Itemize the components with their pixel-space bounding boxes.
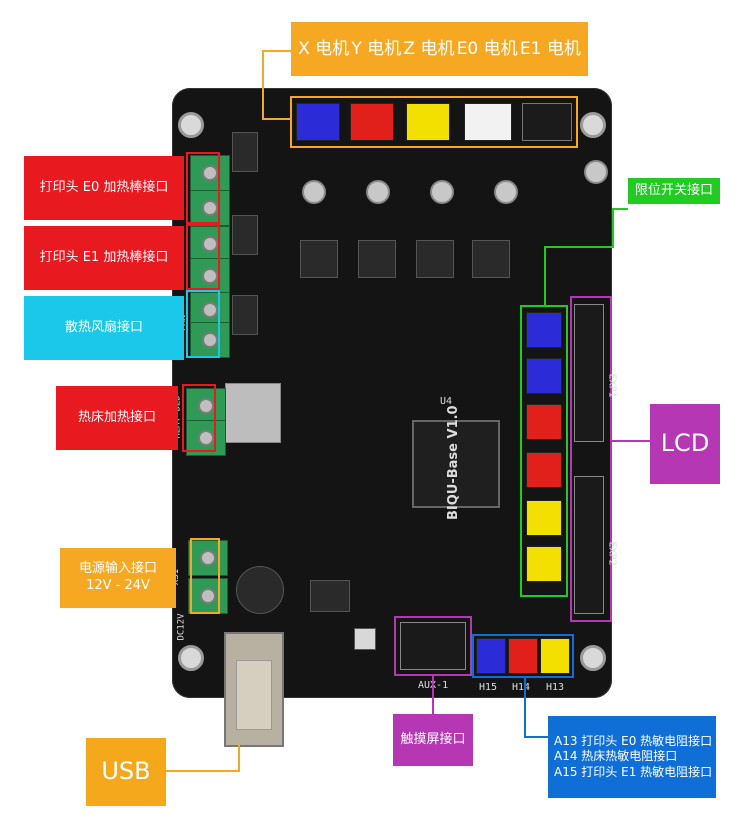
limit-leader [612, 208, 628, 210]
e1-motor-connector [522, 103, 572, 141]
mount-hole-bottom-left [178, 645, 204, 671]
uart-chip [310, 580, 350, 612]
endstop-connector [526, 500, 562, 536]
usb-label: USB [86, 738, 166, 806]
z-motor-connector [406, 103, 450, 141]
z-motor-label: Z 电机 [403, 38, 455, 59]
power-terminal [188, 540, 228, 576]
e1-motor-label: E1 电机 [519, 38, 581, 59]
endstop-connector [526, 312, 562, 348]
thermistor-leader [524, 736, 548, 738]
fan-terminal [190, 322, 230, 358]
power-label-line1: 电源输入接口 [78, 561, 157, 577]
usb-port-inner [236, 660, 272, 730]
driver-chip [300, 240, 338, 278]
motor-leader [262, 50, 292, 52]
mosfet [232, 215, 258, 255]
endstop-connector [526, 404, 562, 440]
e1-heater-terminal [190, 226, 230, 262]
dc12v-silkscreen: DC12V [176, 613, 187, 641]
u4-silkscreen: U4 [440, 396, 453, 407]
driver-chip [416, 240, 454, 278]
y-motor-label: Y 电机 [351, 38, 402, 59]
x-motor-connector [296, 103, 340, 141]
thermistor-a14-label: A14 热床热敏电阻接口 [554, 749, 678, 764]
e0-motor-label: E0 电机 [456, 38, 518, 59]
mcu-chip [412, 420, 500, 508]
heatsink-mosfet [225, 383, 281, 443]
lcd-label: LCD [650, 404, 720, 484]
y-motor-connector [350, 103, 394, 141]
thermistor-outline [472, 634, 574, 678]
thermistor-label-box: A13 打印头 E0 热敏电阻接口 A14 热床热敏电阻接口 A15 打印头 E… [548, 716, 716, 798]
usb-leader [238, 744, 240, 772]
touch-label: 触摸屏接口 [393, 714, 473, 766]
limit-switch-label: 限位开关接口 [628, 178, 720, 204]
mount-hole-top-right [580, 112, 606, 138]
capacitor [302, 180, 326, 204]
endstop-outline [520, 305, 568, 597]
aux1-outline [394, 616, 472, 676]
bed-outline [182, 384, 216, 452]
motor-leader [262, 118, 292, 120]
inductor [236, 566, 284, 614]
thermistor-a15-label: A15 打印头 E1 热敏电阻接口 [554, 764, 713, 779]
h14-silkscreen: H14 [512, 682, 531, 693]
motor-leader [262, 50, 264, 120]
bed-label: 热床加热接口 [56, 386, 178, 450]
aux1-header [400, 622, 466, 670]
mount-hole-top-left [178, 112, 204, 138]
power-label: 电源输入接口 12V - 24V [60, 548, 176, 608]
limit-leader [612, 208, 614, 248]
e1-heater-label: 打印头 E1 加热棒接口 [24, 226, 184, 290]
fan-label: 散热风扇接口 [24, 296, 184, 360]
capacitor [366, 180, 390, 204]
mount-hole-bottom-right [580, 645, 606, 671]
fan-outline [186, 290, 220, 358]
x-motor-label: X 电机 [298, 38, 350, 59]
exp1-header [574, 304, 604, 442]
exp1-silkscreen: EXP1 [606, 373, 618, 398]
power-outline [190, 538, 220, 614]
lcd-leader [612, 440, 650, 442]
usb-leader [166, 770, 238, 772]
exp2-header [574, 476, 604, 614]
h13-silkscreen: H13 [546, 682, 565, 693]
endstop-connector [526, 452, 562, 488]
power-terminal [188, 578, 228, 614]
driver-chip [358, 240, 396, 278]
capacitor [494, 180, 518, 204]
e0-heater-terminal [190, 155, 230, 191]
reset-button [354, 628, 376, 650]
endstop-connector [526, 358, 562, 394]
h15-silkscreen: H15 [479, 682, 498, 693]
h13-connector [540, 638, 570, 674]
h15-connector [476, 638, 506, 674]
e0-heater-outline [186, 152, 220, 224]
board-name-silkscreen: BIQU-Base V1.0 [446, 405, 461, 520]
thermistor-a13-label: A13 打印头 E0 热敏电阻接口 [554, 733, 713, 748]
mosfet [232, 295, 258, 335]
limit-leader [544, 246, 546, 306]
exp2-silkscreen: EXP2 [606, 541, 618, 566]
e0-heater-terminal [190, 190, 230, 226]
e0-motor-connector [464, 103, 512, 141]
motor-connectors-outline [290, 96, 578, 148]
h14-connector [508, 638, 538, 674]
motor-label-box: X 电机 Y 电机 Z 电机 E0 电机 E1 电机 [291, 22, 588, 76]
lcd-header-outline [570, 296, 612, 622]
touch-leader [432, 676, 434, 714]
e1-heater-outline [186, 224, 220, 290]
mosfet [232, 132, 258, 172]
limit-leader [544, 246, 614, 248]
driver-chip [472, 240, 510, 278]
power-label-line2: 12V - 24V [86, 578, 150, 593]
thermistor-leader [524, 678, 526, 738]
endstop-connector [526, 546, 562, 582]
capacitor [430, 180, 454, 204]
capacitor [584, 160, 608, 184]
e0-heater-label: 打印头 E0 加热棒接口 [24, 156, 184, 220]
